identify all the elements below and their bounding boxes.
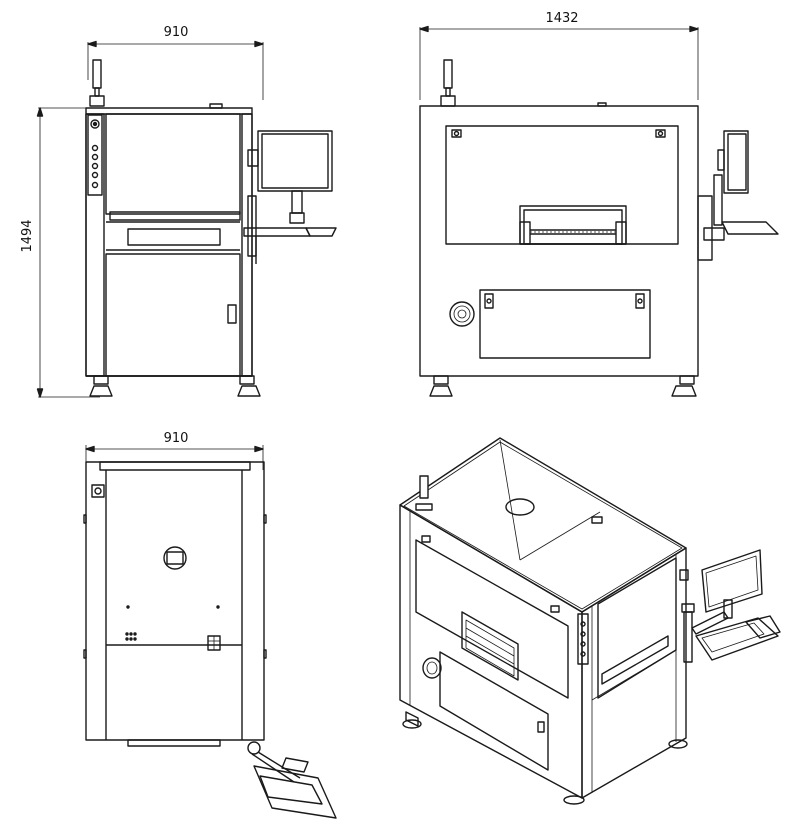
top-keyboard bbox=[253, 765, 337, 819]
iso-keyboard bbox=[695, 617, 779, 661]
iso-monitor bbox=[701, 549, 763, 613]
side-width-label: 1432 bbox=[545, 11, 578, 26]
signal-tower bbox=[92, 59, 102, 89]
front-width-label: 910 bbox=[164, 25, 189, 40]
top-port bbox=[163, 546, 187, 570]
top-width-label: 910 bbox=[164, 431, 189, 446]
top-view: 910 bbox=[83, 431, 337, 819]
front-monitor bbox=[257, 130, 333, 192]
iso-right-face bbox=[581, 547, 687, 799]
front-view: 910 1494 bbox=[20, 25, 337, 398]
fan-grille bbox=[449, 301, 475, 327]
side-view: 1432 bbox=[419, 11, 779, 397]
front-height-label: 1494 bbox=[20, 219, 35, 252]
side-cabinet bbox=[419, 105, 699, 377]
front-cabinet bbox=[85, 107, 253, 377]
iso-front-face bbox=[399, 504, 583, 799]
top-cabinet bbox=[85, 461, 265, 741]
isometric-view bbox=[399, 437, 781, 805]
